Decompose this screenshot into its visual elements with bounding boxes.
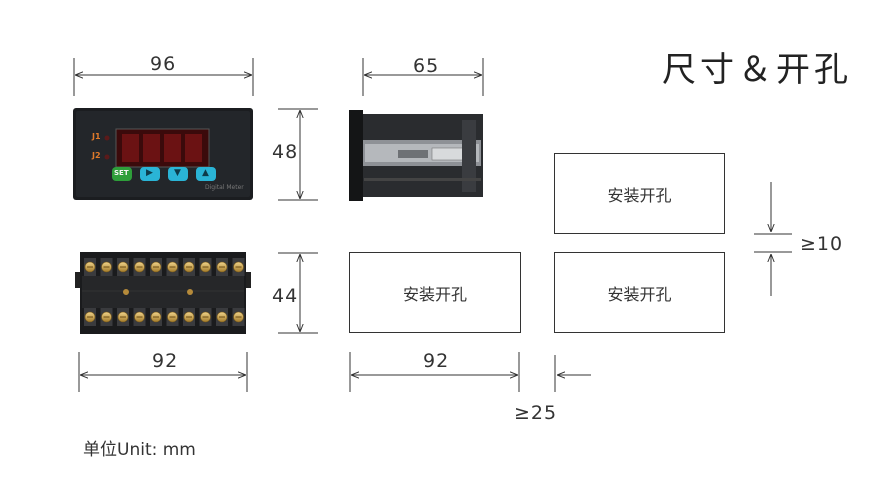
led-j1-indicator xyxy=(104,135,110,141)
back-height-label: 44 xyxy=(272,285,299,307)
down-arrow-button xyxy=(168,167,188,181)
led-j1-label: J1 xyxy=(92,132,101,141)
front-height-dimension xyxy=(278,108,318,201)
cutout-box-label: 安装开孔 xyxy=(607,284,672,304)
back-width-dimension xyxy=(78,352,248,392)
meter-brand-label: Digital Meter xyxy=(205,184,244,191)
led-j2-indicator xyxy=(104,154,110,160)
cutout-h-gap-label: ≥25 xyxy=(514,402,558,424)
cutout-box-bottom-right: 安装开孔 xyxy=(554,252,725,333)
right-button-label: ▶ xyxy=(146,168,153,178)
page-title: 尺寸＆开孔 xyxy=(662,50,852,90)
cutout-v-gap-dimension xyxy=(754,182,792,296)
cutout-h-gap-dimension xyxy=(554,355,591,392)
back-width-label: 92 xyxy=(152,350,179,372)
side-depth-dimension xyxy=(362,58,484,96)
down-button-label: ▼ xyxy=(174,168,181,178)
cutout-box-label: 安装开孔 xyxy=(402,284,467,304)
front-width-label: 96 xyxy=(150,53,177,75)
set-button-label: SET xyxy=(114,169,129,177)
unit-label: 单位Unit: mm xyxy=(83,440,196,460)
up-arrow-button xyxy=(196,167,216,181)
front-width-dimension xyxy=(73,58,254,96)
meter-side-view xyxy=(349,110,483,201)
right-arrow-button xyxy=(140,167,160,181)
back-height-dimension xyxy=(278,252,318,334)
meter-front-view xyxy=(73,108,253,200)
led-j2-label: J2 xyxy=(92,151,101,160)
cutout-width-dimension xyxy=(349,352,520,392)
set-button xyxy=(112,167,132,181)
cutout-box-top-right: 安装开孔 xyxy=(554,153,725,234)
side-depth-label: 65 xyxy=(413,55,440,77)
front-height-label: 48 xyxy=(272,141,299,163)
cutout-v-gap-label: ≥10 xyxy=(800,233,844,255)
cutout-width-label: 92 xyxy=(423,350,450,372)
cutout-box-label: 安装开孔 xyxy=(607,185,672,205)
up-button-label: ▲ xyxy=(202,168,209,178)
meter-back-view xyxy=(75,252,251,334)
cutout-box-bottom-left: 安装开孔 xyxy=(349,252,521,333)
